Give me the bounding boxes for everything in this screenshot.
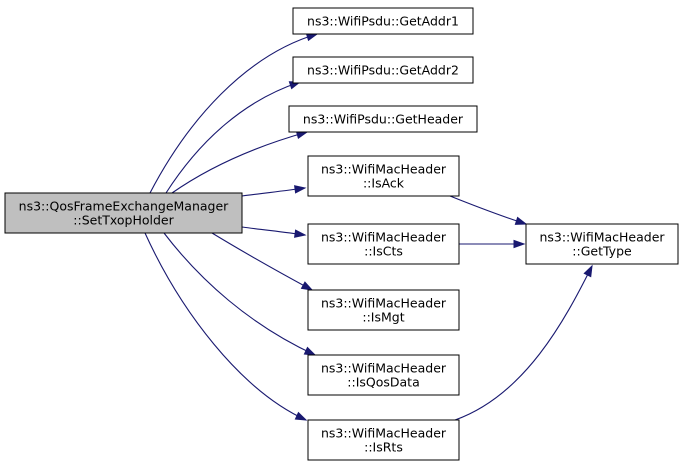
edge-iscts-to-gettype	[459, 239, 526, 249]
node-addr1[interactable]: ns3::WifiPsdu::GetAddr1	[292, 7, 474, 35]
edge-line	[149, 33, 318, 194]
node-box	[307, 155, 460, 197]
node-root: ns3::QosFrameExchangeManager::SetTxopHol…	[4, 192, 243, 234]
node-label: ns3::WifiMacHeader	[321, 361, 447, 376]
edge-root-to-iscts	[241, 226, 307, 238]
edge-root-to-isqos	[163, 232, 317, 356]
node-label: ::GetType	[572, 244, 632, 259]
edge-isack-to-gettype	[449, 195, 528, 225]
node-header[interactable]: ns3::WifiPsdu::GetHeader	[288, 105, 478, 133]
edge-root-to-header	[171, 130, 309, 194]
node-box	[307, 223, 460, 265]
nodes-layer: ns3::QosFrameExchangeManager::SetTxopHol…	[4, 7, 679, 461]
edge-arrowhead	[514, 216, 528, 225]
edge-line	[211, 232, 313, 291]
node-box	[292, 7, 474, 35]
node-box	[4, 192, 243, 234]
node-label: ns3::WifiPsdu::GetAddr2	[307, 63, 459, 78]
node-box	[307, 419, 460, 461]
node-ismgt[interactable]: ns3::WifiMacHeader::IsMgt	[307, 289, 460, 331]
edge-line	[171, 131, 308, 194]
edge-root-to-ismgt	[211, 232, 314, 291]
node-label: ::SetTxopHolder	[73, 213, 174, 228]
node-label: ns3::WifiMacHeader	[321, 230, 447, 245]
node-label: ns3::WifiMacHeader	[321, 426, 447, 441]
node-label: ns3::WifiMacHeader	[321, 296, 447, 311]
node-addr2[interactable]: ns3::WifiPsdu::GetAddr2	[292, 56, 474, 84]
node-label: ns3::QosFrameExchangeManager	[19, 199, 229, 214]
edge-isrts-to-gettype	[454, 264, 593, 421]
edge-arrowhead	[294, 411, 308, 421]
node-label: ns3::WifiPsdu::GetAddr1	[307, 14, 459, 29]
node-box	[525, 223, 679, 265]
node-isqos[interactable]: ns3::WifiMacHeader::IsQosData	[307, 354, 460, 396]
node-label: ::IsMgt	[362, 310, 404, 325]
edge-root-to-isack	[241, 185, 307, 197]
node-box	[307, 354, 460, 396]
node-label: ns3::WifiMacHeader	[539, 230, 665, 245]
node-isrts[interactable]: ns3::WifiMacHeader::IsRts	[307, 419, 460, 461]
edge-arrowhead	[303, 346, 317, 356]
node-label: ::IsCts	[364, 244, 403, 259]
node-label: ::IsRts	[364, 440, 403, 455]
edge-arrowhead	[300, 281, 314, 291]
node-gettype[interactable]: ns3::WifiMacHeader::GetType	[525, 223, 679, 265]
node-label: ns3::WifiMacHeader	[321, 162, 447, 177]
edge-arrowhead	[294, 229, 307, 238]
edge-root-to-addr2	[165, 81, 302, 194]
edge-arrowhead	[294, 185, 307, 194]
node-isack[interactable]: ns3::WifiMacHeader::IsAck	[307, 155, 460, 197]
edge-arrowhead	[513, 239, 526, 249]
edge-arrowhead	[583, 264, 593, 278]
edge-root-to-isrts	[144, 232, 308, 421]
edge-line	[144, 232, 307, 421]
edge-line	[449, 195, 527, 225]
node-box	[292, 56, 474, 84]
node-label: ns3::WifiPsdu::GetHeader	[303, 112, 464, 127]
node-iscts[interactable]: ns3::WifiMacHeader::IsCts	[307, 223, 460, 265]
node-box	[288, 105, 478, 133]
node-box	[307, 289, 460, 331]
edge-line	[163, 232, 316, 356]
edge-line	[165, 81, 301, 194]
node-label: ::IsQosData	[347, 375, 419, 390]
node-label: ::IsAck	[363, 176, 405, 191]
edge-line	[454, 265, 593, 421]
